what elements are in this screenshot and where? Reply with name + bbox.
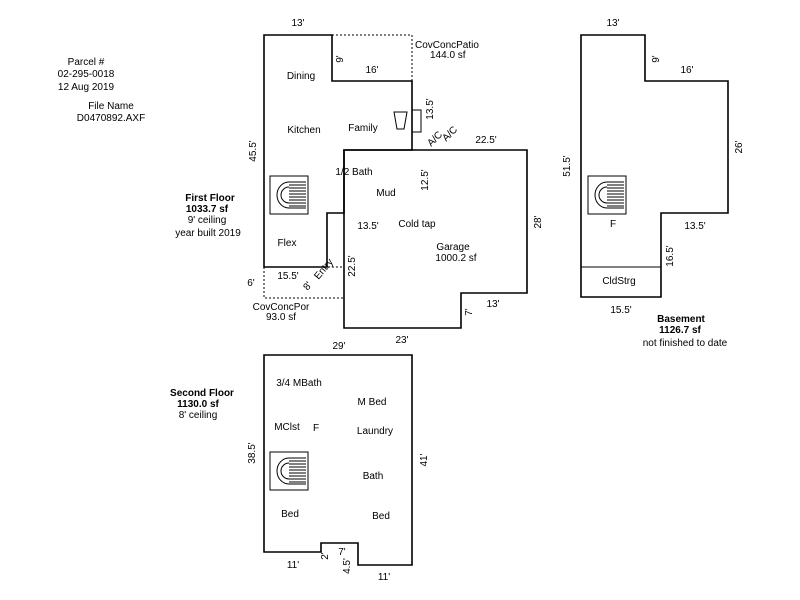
basement-dim-top: 13' bbox=[606, 18, 619, 29]
second-dim-bottom-left: 11' bbox=[287, 560, 299, 571]
room-bed-left: Bed bbox=[281, 509, 299, 520]
room-family: Family bbox=[348, 123, 377, 134]
basement-dim-lower-width: 13.5' bbox=[684, 221, 705, 232]
basement-dim-step-width: 16' bbox=[680, 65, 693, 76]
room-kitchen: Kitchen bbox=[287, 125, 320, 136]
dim-garage-step: 7' bbox=[464, 308, 475, 316]
room-entry: Entry bbox=[312, 257, 335, 282]
garage-name: Garage bbox=[436, 242, 470, 253]
room-bed-right: Bed bbox=[372, 511, 390, 522]
parcel-number: 02-295-0018 bbox=[58, 69, 115, 80]
basement-note: not finished to date bbox=[643, 338, 728, 349]
second-dim-notch-depth: 4.5' bbox=[342, 558, 353, 574]
room-flex: Flex bbox=[278, 238, 297, 249]
room-laundry: Laundry bbox=[357, 426, 393, 437]
dim-garage-bottom: 23' bbox=[395, 335, 408, 346]
stairs-icon bbox=[269, 175, 309, 215]
basement-dim-left: 51.5' bbox=[562, 155, 573, 176]
first-floor-area: 1033.7 sf bbox=[186, 204, 229, 215]
room-dining: Dining bbox=[287, 71, 315, 82]
dim-patio-side: 9' bbox=[335, 55, 346, 63]
basement-furnace: F bbox=[610, 219, 616, 230]
first-floor-year: year built 2019 bbox=[175, 228, 241, 239]
second-dim-notch-top: 7' bbox=[338, 547, 346, 558]
second-dim-right: 41' bbox=[419, 453, 430, 466]
first-floor-title: First Floor bbox=[185, 193, 235, 204]
second-dim-bottom-right: 11' bbox=[378, 572, 390, 583]
dim-porch-diagonal: 8' bbox=[301, 280, 314, 293]
dim-patio-width: 16' bbox=[365, 65, 378, 76]
dim-mud-side: 12.5' bbox=[420, 169, 431, 190]
room-master-closet: MClst bbox=[274, 422, 300, 433]
basement-dim-lower-side: 16.5' bbox=[665, 245, 676, 266]
room-bath: Bath bbox=[363, 471, 384, 482]
dim-porch-depth: 6' bbox=[247, 278, 255, 289]
second-floor-outline bbox=[263, 354, 413, 566]
parcel-label: Parcel # bbox=[68, 57, 105, 68]
garage-area: 1000.2 sf bbox=[435, 253, 476, 264]
cold-tap-label: Cold tap bbox=[398, 219, 436, 230]
basement-cold-storage: CldStrg bbox=[602, 276, 635, 287]
dim-garage-left: 13.5' bbox=[357, 221, 378, 232]
basement-title: Basement bbox=[657, 314, 705, 325]
basement-dim-bottom: 15.5' bbox=[610, 305, 631, 316]
dim-garage-bump: 13' bbox=[486, 299, 499, 310]
room-master-bed: M Bed bbox=[358, 397, 387, 408]
dim-entry-side: 22.5' bbox=[347, 255, 358, 276]
garage-outline bbox=[343, 149, 528, 329]
patio-name: CovConcPatio bbox=[415, 40, 479, 51]
porch-area: 93.0 sf bbox=[266, 312, 296, 323]
second-floor-area: 1130.0 sf bbox=[177, 399, 219, 410]
first-floor-plan: 13' 45.5' 9' 16' CovConcPatio 144.0 sf D… bbox=[175, 18, 544, 346]
dim-top: 13' bbox=[291, 18, 304, 29]
second-dim-top: 29' bbox=[332, 341, 345, 352]
basement-dim-right: 26' bbox=[734, 140, 745, 153]
basement-stairs-icon bbox=[587, 175, 627, 215]
basement-outline bbox=[580, 34, 729, 298]
porch-name: CovConcPor bbox=[253, 302, 310, 313]
first-floor-outline bbox=[263, 34, 413, 268]
second-floor-ceiling: 8' ceiling bbox=[179, 410, 218, 421]
dim-garage-top: 22.5' bbox=[475, 135, 496, 146]
file-name-label: File Name bbox=[88, 101, 134, 112]
fireplace-icon bbox=[393, 111, 408, 130]
parcel-date: 12 Aug 2019 bbox=[58, 82, 115, 93]
room-mud: Mud bbox=[376, 188, 395, 199]
fireplace-hearth bbox=[411, 109, 422, 133]
room-three-quarter-bath: 3/4 MBath bbox=[276, 378, 322, 389]
room-half-bath: 1/2 Bath bbox=[335, 167, 372, 178]
second-dim-left: 38.5' bbox=[247, 442, 258, 463]
second-floor-plan: 29' 3/4 MBath M Bed MClst F Laundry 38.5… bbox=[170, 341, 430, 583]
first-floor-ceiling: 9' ceiling bbox=[188, 215, 227, 226]
dim-fireplace: 13.5' bbox=[425, 98, 436, 119]
second-dim-notch-side: 2' bbox=[320, 552, 331, 560]
basement-dim-step-side: 9' bbox=[651, 55, 662, 63]
dim-porch-width: 15.5' bbox=[277, 271, 298, 282]
patio-area: 144.0 sf bbox=[430, 50, 466, 61]
ac-unit-2: A/C bbox=[440, 124, 460, 144]
dim-left: 45.5' bbox=[248, 140, 259, 161]
second-floor-title: Second Floor bbox=[170, 388, 234, 399]
basement-plan: 13' 9' 16' 26' 51.5' F 13.5' 16.5' CldSt… bbox=[562, 18, 745, 349]
file-name: D0470892.AXF bbox=[77, 113, 145, 124]
second-floor-stairs-icon bbox=[269, 451, 309, 491]
second-floor-furnace: F bbox=[313, 423, 319, 434]
dim-garage-right: 28' bbox=[533, 215, 544, 228]
basement-area: 1126.7 sf bbox=[659, 325, 701, 336]
